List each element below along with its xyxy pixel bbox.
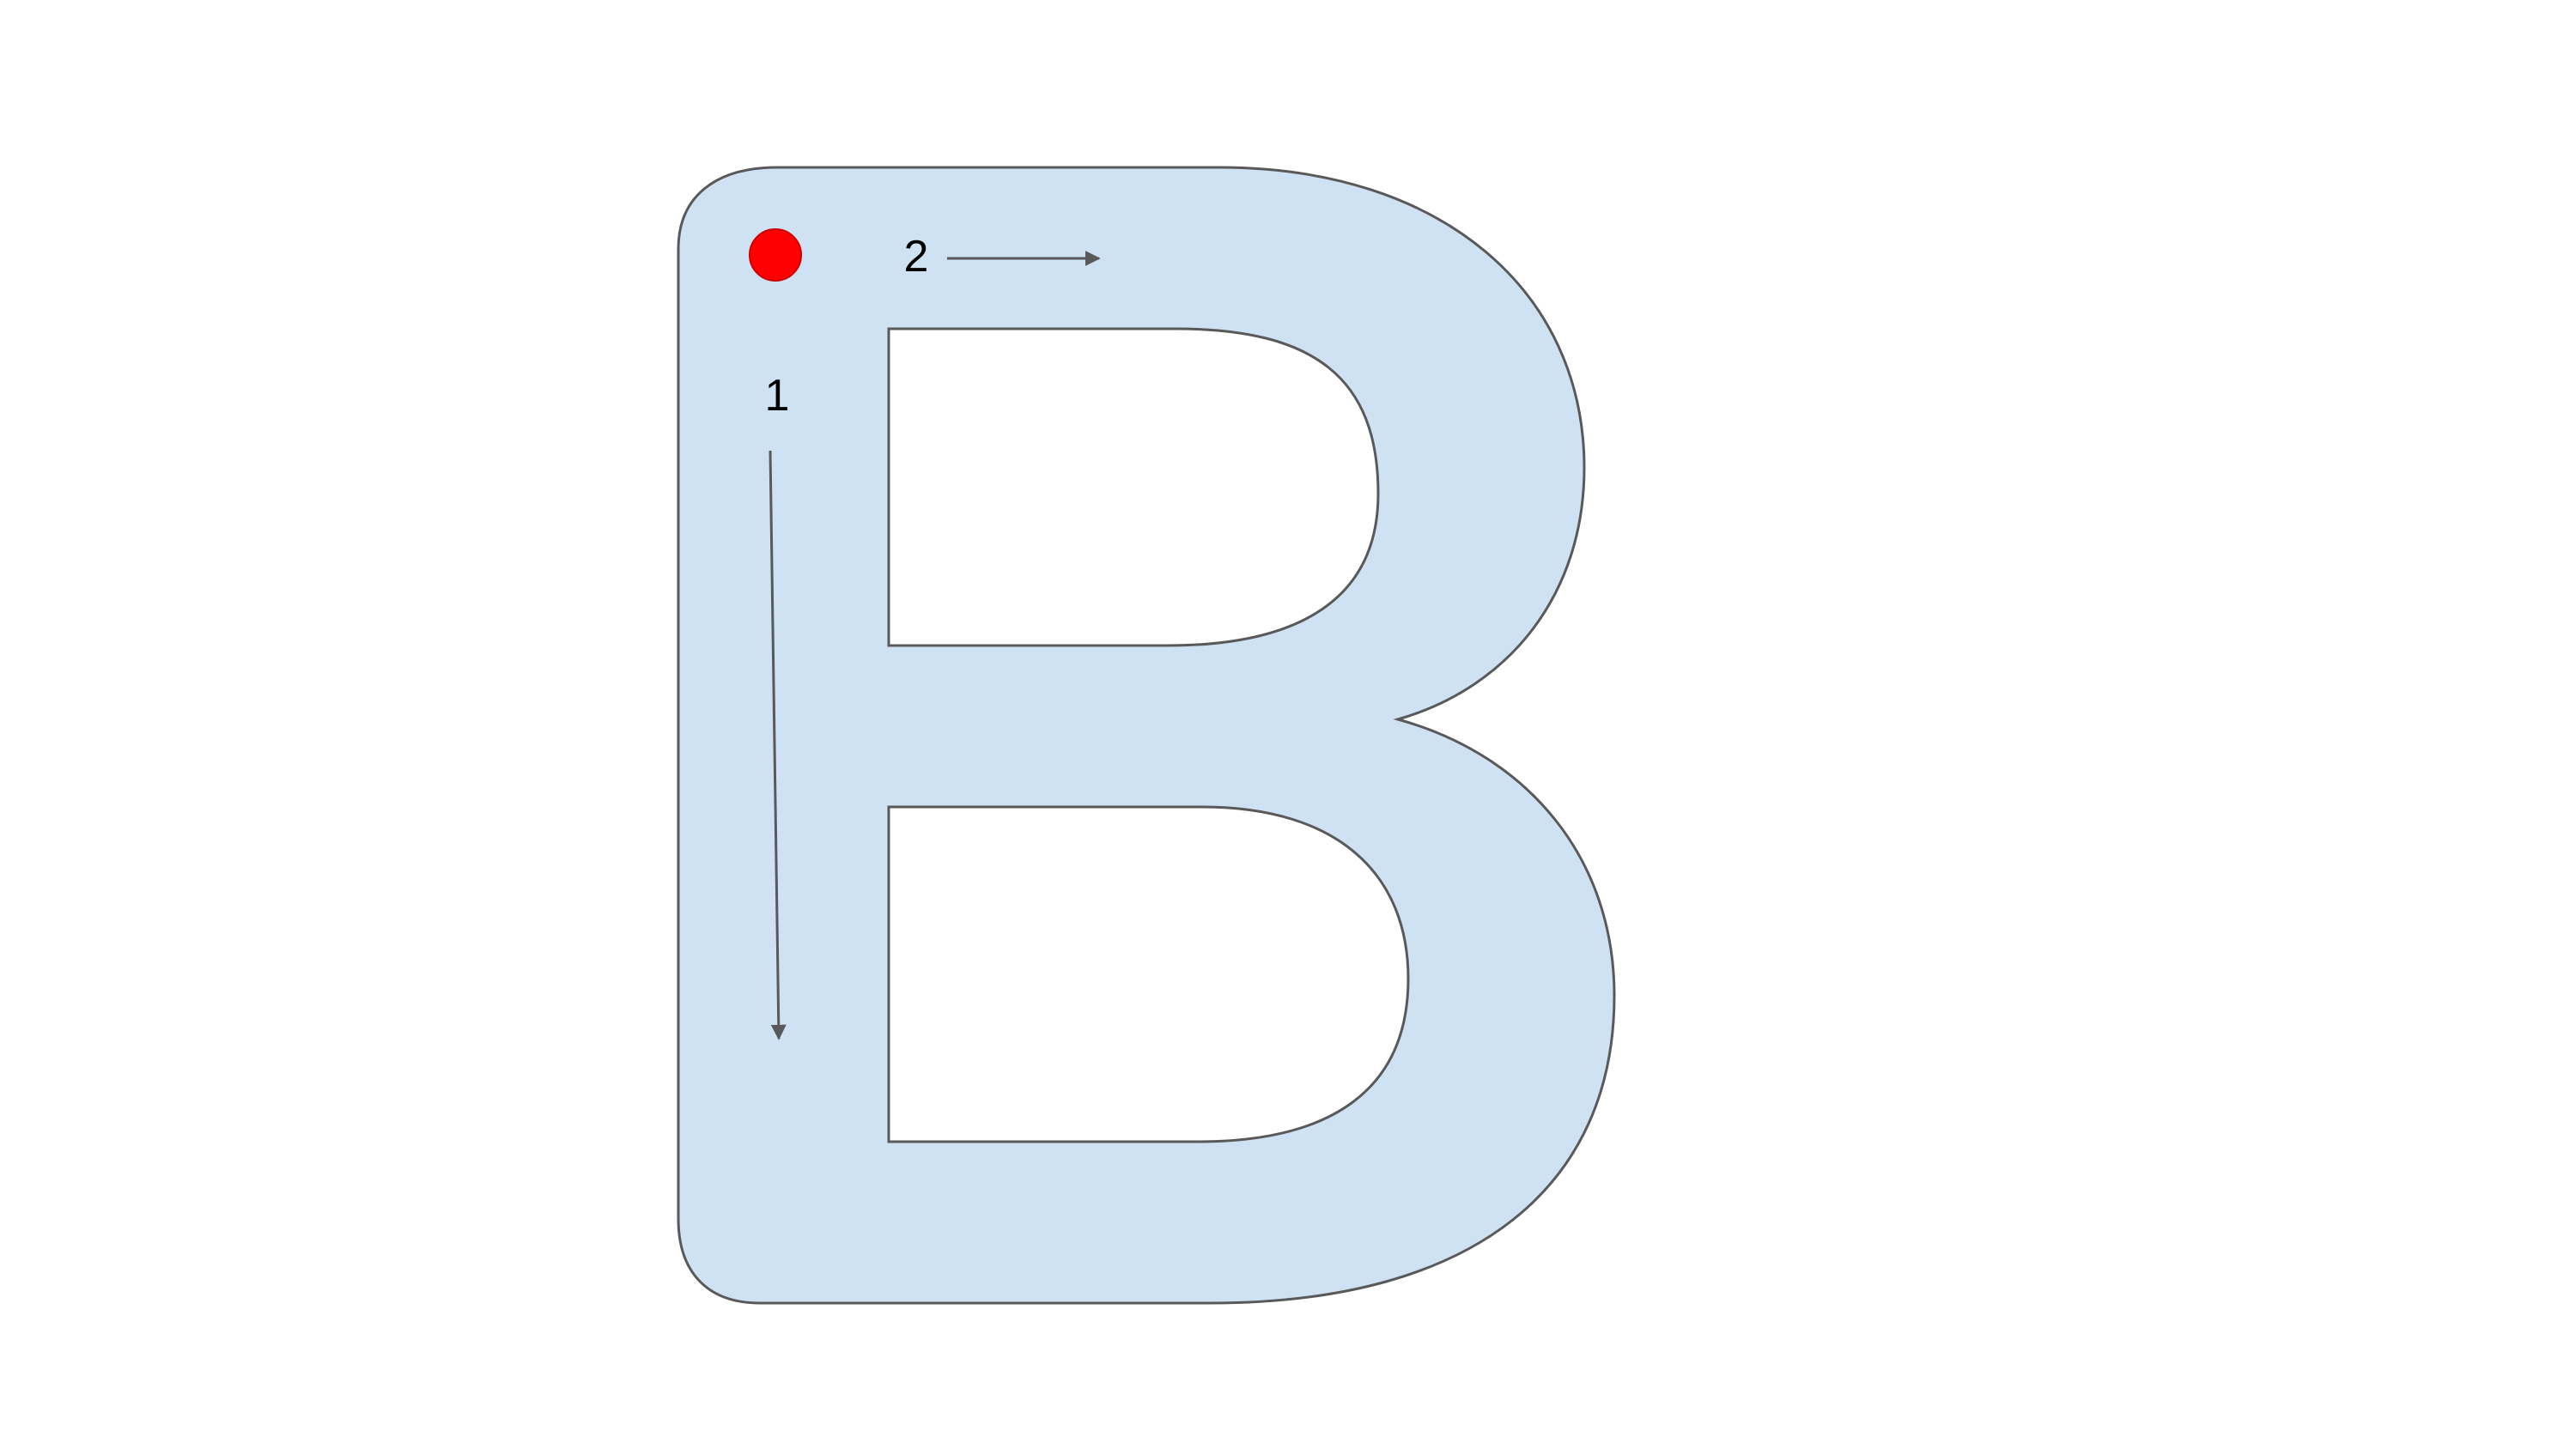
letter-b-shape xyxy=(677,166,1616,1305)
stroke-2-number: 2 xyxy=(904,232,929,282)
start-point-dot xyxy=(749,228,802,282)
stroke-1-number: 1 xyxy=(765,371,790,421)
stroke-1-arrow xyxy=(769,450,787,1040)
